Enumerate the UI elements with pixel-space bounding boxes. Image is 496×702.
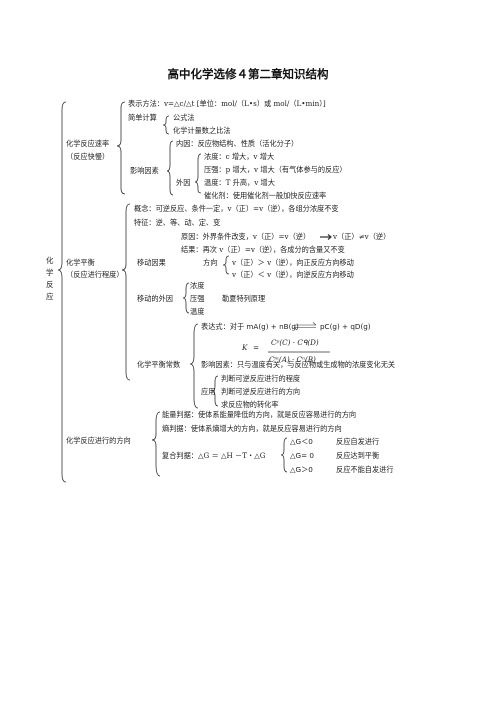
- energy-criterion: 能量判据：使体系能量降低的方向，就是反应容易进行的方向: [162, 410, 357, 419]
- g-negative-result: 反应自发进行: [336, 437, 380, 446]
- ext-conc: 浓度: [190, 281, 205, 290]
- shift-cause: 移动因果: [137, 258, 166, 267]
- dir-reverse: v（正）＜ v（逆），向逆反应方向移动: [232, 270, 354, 279]
- ratio-method: 化学计量数之比法: [173, 126, 231, 135]
- root-char: 学: [46, 268, 54, 277]
- equilibrium-arrow: [293, 322, 317, 331]
- entropy-criterion: 熵判据：使体系熵增大的方向，就是反应容易进行的方向: [162, 424, 342, 433]
- g-positive-result: 反应不能自发进行: [336, 465, 394, 474]
- equilibrium-brace: [121, 203, 131, 381]
- formula-method: 公式法: [173, 113, 195, 122]
- root-char: 反: [46, 280, 54, 289]
- combined-criterion: 复合判据：△G ＝ △H －T・△G: [162, 451, 266, 460]
- eq-concept: 概念：可逆反应、条件一定，v（正）=v（逆），各组分浓度不变: [134, 204, 339, 213]
- k-denominator: Cᵐ(A) · Cⁿ(B): [269, 355, 316, 364]
- rate-sub: （反应快慢）: [66, 152, 110, 161]
- app-item: 判断可逆反应进行的方向: [221, 387, 301, 396]
- direction-brace: [151, 411, 161, 477]
- k-equals: =: [253, 343, 260, 352]
- pressure-factor: 压强：p 增大，v 增大（有气体参与的反应）: [204, 165, 347, 174]
- k-influence: 影响因素：只与温度有关，与反应物或生成物的浓度变化无关: [201, 360, 396, 369]
- k-products: pC(g) + qD(g): [320, 322, 371, 331]
- g-negative: △G＜0: [290, 437, 313, 446]
- k-application: 应用: [201, 387, 216, 396]
- g-positive: △G＞0: [290, 465, 313, 474]
- rate-brace: [116, 101, 126, 195]
- k-expression: 表达式：对于 mA(g) + nB(g): [201, 322, 299, 331]
- lechatelier: 勒夏特列原理: [222, 294, 266, 303]
- root-label: 化 学 反 应: [46, 255, 54, 303]
- internal-factor: 内因：反应物结构、性质（活化分子）: [176, 139, 299, 148]
- eq-cause-result: v（正）≠v（逆）: [333, 232, 391, 241]
- external-factor: 外因: [176, 178, 191, 187]
- root-char: 应: [46, 292, 54, 301]
- eq-features: 特征：逆、等、动、定、变: [134, 218, 221, 227]
- app-item: 判断可逆反应进行的程度: [221, 374, 301, 383]
- temp-factor: 温度：T 升高，v 增大: [204, 178, 275, 187]
- eq-result: 结果：再次 v（正）=v（逆），各成分的含量又不变: [181, 245, 345, 254]
- equilibrium-label: 化学平衡: [66, 258, 95, 267]
- root-char: 化: [46, 256, 54, 265]
- ext-pres: 压强: [190, 294, 205, 303]
- eq-constant: 化学平衡常数: [137, 360, 181, 369]
- eq-cause: 原因：外界条件改变，v（正）=v（逆）: [181, 232, 311, 241]
- ext-temp: 温度: [190, 307, 205, 316]
- shift-external: 移动的外因: [137, 294, 173, 303]
- catalyst-factor: 催化剂：使用催化剂一般加快反应速率: [204, 191, 327, 200]
- rate-label: 化学反应速率: [66, 139, 110, 148]
- rate-factors: 影响因素: [130, 166, 159, 175]
- shift-direction: 方向: [203, 258, 218, 267]
- dir-forward: v（正）＞ v（逆），向正反应方向移动: [232, 258, 354, 267]
- conc-factor: 浓度：c 增大，v 增大: [204, 152, 275, 161]
- simple-calc: 简单计算: [128, 113, 157, 122]
- k-symbol: K: [242, 343, 248, 352]
- direction-label: 化学反应进行的方向: [66, 436, 131, 445]
- rate-expression: 表示方法：v=△c/△t [单位：mol/（L•s）或 mol/（L•min）]: [128, 99, 326, 108]
- root-brace: [57, 101, 67, 483]
- g-zero-result: 反应达到平衡: [336, 451, 380, 460]
- app-item: 求反应物的转化率: [221, 400, 279, 409]
- equilibrium-sub: （反应进行程度）: [66, 270, 124, 279]
- g-zero: △G= 0: [290, 451, 314, 460]
- k-numerator: Cᵖ(C) · Cᑫ(D): [271, 338, 319, 347]
- cause-arrow: [320, 234, 332, 240]
- page-title: 高中化学选修４第二章知识结构: [167, 67, 329, 81]
